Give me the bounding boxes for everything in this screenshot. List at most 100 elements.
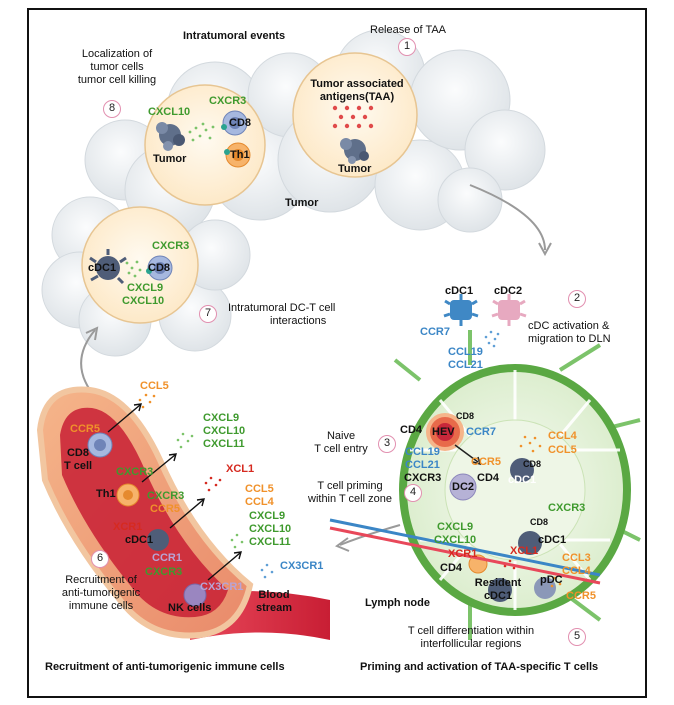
vessel-cd8-t-cell-icon [87,432,113,458]
ln-cxcr3-label: CXCR3 [404,472,442,484]
chemokine-dots-cxcl10 [188,122,215,142]
chemokine-cloud-cxcl9 [176,432,194,449]
vessel-ccl5-top-label: CCL5 [140,380,169,392]
ln-cd4-b-label: CD4 [440,562,463,574]
ln-dc2-label: DC2 [452,481,475,493]
tumor-label-2: Tumor [338,163,372,175]
cdc1-cell-icon [89,249,127,285]
step-badge-1: 1 [398,38,416,56]
footer-recruitment-caption: Recruitment of anti-tumorigenic immune c… [45,661,285,673]
cdc-activation-label: cDC activation &migration to DLN [528,320,611,345]
tumor-cell-icon-2 [340,138,369,164]
release-taa-label: Release of TAA [370,24,447,36]
vessel-xcr1-label: XCR1 [113,521,143,533]
migrating-cdc2-icon [491,294,527,326]
ln-ccl3-label: CCL3 [562,552,591,564]
cxcr3-label: CXCR3 [209,95,247,107]
arrow-vessel-to-tumor [80,329,96,391]
nk-cells-label: NK cells [168,602,212,614]
vessel-cdc1-label: cDC1 [125,534,154,546]
vessel-cxcl11-b-label: CXCL11 [249,536,291,548]
hev-label: HEV [432,426,455,438]
footer-priming-caption: Priming and activation of TAA-specific T… [360,661,599,673]
vessel-cxcl9-b-label: CXCL9 [249,510,286,522]
ln-pdc-label: pDC [540,574,563,586]
vessel-cx3cr1-a-label: CX3CR1 [280,560,324,572]
vessel-ccr1-label: CCR1 [152,552,182,564]
chemokine-cloud-cxcl10 [230,533,244,549]
vessel-nk-cell-icon [183,583,207,607]
migration-ccl19-label: CCL19 [448,346,483,358]
vessel-th1-label: Th1 [96,488,116,500]
ln-xcl1-label: XCL1 [510,545,539,557]
chemokine-cloud-xcl1 [204,476,222,492]
figure-frame [27,8,647,698]
tumor-killing-inset [144,84,266,206]
dc-t-cell-inset [81,206,199,324]
ln-cxcr3-b-label: CXCR3 [548,502,586,514]
ln-cdc1-b-icon [518,531,542,555]
vessel-cxcl11-label: CXCL11 [203,438,245,450]
chemokine-cloud-cx3cl1 [260,563,274,579]
vessel-ccl5-label: CCL5 [245,483,274,495]
step-badge-8: 8 [103,100,121,118]
dc-circle-cxcl10-label: CXCL10 [122,295,165,307]
chemokine-cloud-ccl5 [138,393,156,409]
ln-xcr1-label: XCR1 [448,548,478,560]
vessel-cxcr3-a-label: CXCR3 [116,466,154,478]
ln-cdc1-b-label: cDC1 [538,534,567,546]
ln-ccr5-b-label: CCR5 [566,590,596,602]
taa-dots [332,105,374,129]
ln-cdc1-label: cDC1 [508,474,537,486]
migrating-cdc2-label: cDC2 [494,285,523,297]
ln-pdc-icon [534,577,556,599]
migration-ccr7-label: CCR7 [420,326,450,338]
vessel-cdc1-icon [147,529,169,551]
ln-ccl4-label: CCL4 [548,430,577,442]
ln-ccl4-b-label: CCL4 [562,565,591,577]
vessel-cx3cr1-b-label: CX3CR1 [200,581,244,593]
cxcl10-label: CXCL10 [148,106,191,118]
vessel-ccl4-label: CCL4 [245,496,274,508]
hev-vessel [426,413,464,451]
hev-cd4-label: CD4 [400,424,423,436]
vessel-cxcr3-b-label: CXCR3 [147,490,185,502]
ln-ccl21-label: CCL21 [405,459,440,471]
migrating-cdc1-icon [443,294,479,326]
cd8-t-cell-icon-2 [146,255,173,281]
lymph-node-label: Lymph node [365,597,430,609]
ln-resident-cdc1-icon [488,578,512,602]
ln-ccr7-label: CCR7 [466,426,496,438]
migration-ccl21-label: CCL21 [448,359,483,371]
dc-circle-cxcr3-label: CXCR3 [152,240,190,252]
vessel-cxcl9-label: CXCL9 [203,412,240,424]
chemokine-dots-ccl4 [519,435,562,588]
ln-cd8-mid-label: CD8 [530,517,549,527]
vessel-th1-icon [116,483,140,507]
vessel-cxcl10-label: CXCL10 [203,425,246,437]
hev-cd8-label: CD8 [456,411,475,421]
th1-label: Th1 [230,149,250,161]
ln-dc2-icon [449,473,477,501]
taa-release-inset [292,52,418,178]
cd8-label: CD8 [229,117,252,129]
step-badge-3: 3 [378,435,396,453]
arrow-tumor-to-dln [469,184,546,251]
tumor-cell-icon [156,122,185,151]
ln-ccl19-label: CCL19 [405,446,440,458]
step-badge-5: 5 [568,628,586,646]
vessel-ccr5-a-label: CCR5 [70,423,100,435]
ln-cxcl10-label: CXCL10 [434,534,477,546]
step-badge-2: 2 [568,290,586,308]
cd8-t-cell-icon [221,110,248,136]
chemokine-dots-xcl1 [503,559,516,570]
dc-circle-cdc1-label: cDC1 [88,262,117,274]
